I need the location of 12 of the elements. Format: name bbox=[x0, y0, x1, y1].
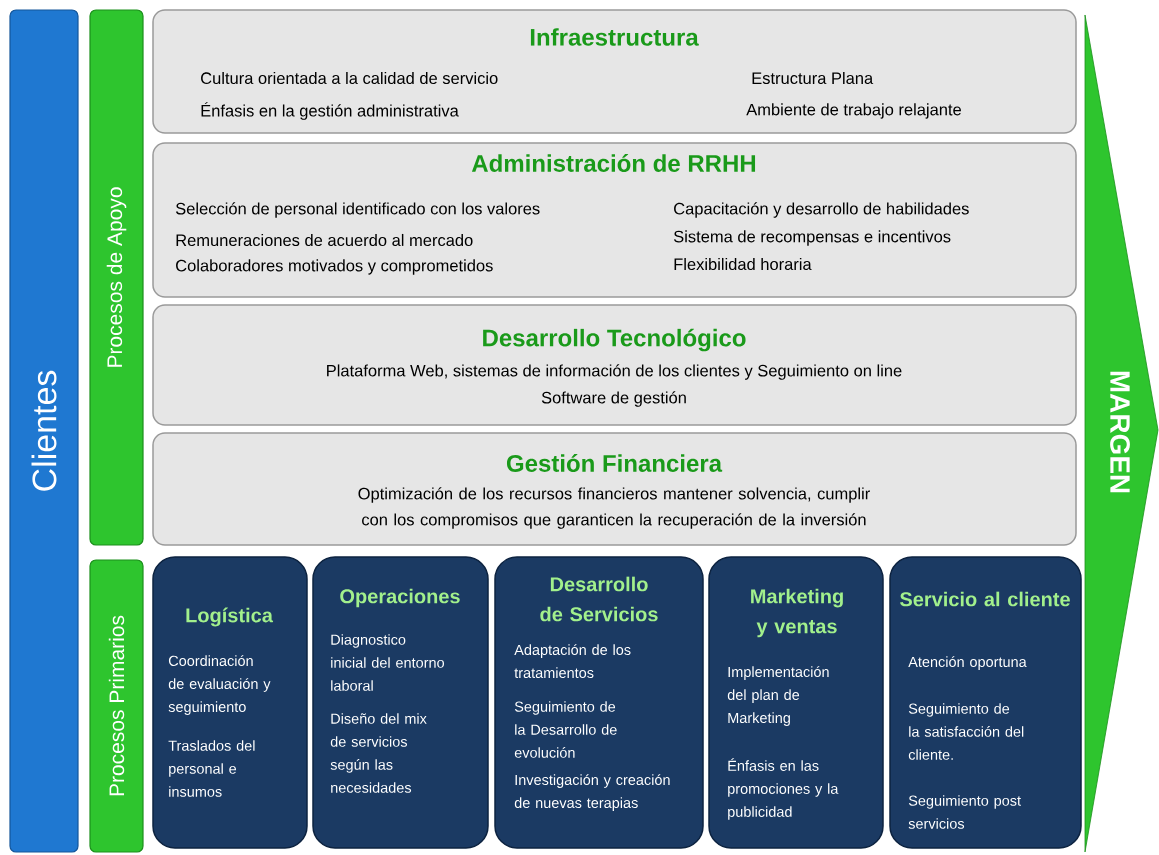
side-band: Procesos de Apoyo bbox=[89, 9, 144, 546]
primary-activity-box: Logística Coordinación de evaluación y seguimiento Traslados del personal e insumos bbox=[152, 556, 308, 849]
primary-activity-box: Marketing y ventas Implementación del plan de Marketing Énfasis en las promociones y la publicidad bbox=[708, 556, 884, 849]
side-band: Procesos Primarios bbox=[89, 559, 144, 853]
support-activity-box: Administración de RRHH Selección de personal identificado con los valores Capacitación y desarrollo de habilidades Remuneraciones de acuerdo al mercado Sistema de recompensas e incentivos Colaboradores motivados y comprometidos Flexibilidad horaria bbox=[152, 142, 1077, 298]
primary-activity-box: Servicio al cliente Atención oportuna Seguimiento de la satisfacción del cliente. Seguimiento post servicios bbox=[889, 556, 1082, 849]
support-activity-box: Infraestructura Cultura orientada a la calidad de servicio Estructura Plana Énfasis en la gestión administrativa Ambiente de trabajo relajante bbox=[152, 9, 1077, 134]
primary-activity-box: Desarrollo de Servicios Adaptación de los tratamientos Seguimiento de la Desarrollo de evolución Investigación y creación de nuevas terapias bbox=[494, 556, 704, 849]
side-band: Clientes bbox=[9, 9, 79, 853]
support-activity-box: Desarrollo Tecnológico Plataforma Web, sistemas de información de los clientes y Seguimiento on line Software de gestión bbox=[152, 304, 1077, 426]
primary-activity-box: Operaciones Diagnostico inicial del entorno laboral Diseño del mix de servicios según las necesidades bbox=[312, 556, 489, 849]
support-activity-box: Gestión Financiera Optimización de los recursos financieros mantener solvencia, cumplir con los compromisos que garanticen la recuperación de la inversión bbox=[152, 432, 1077, 546]
